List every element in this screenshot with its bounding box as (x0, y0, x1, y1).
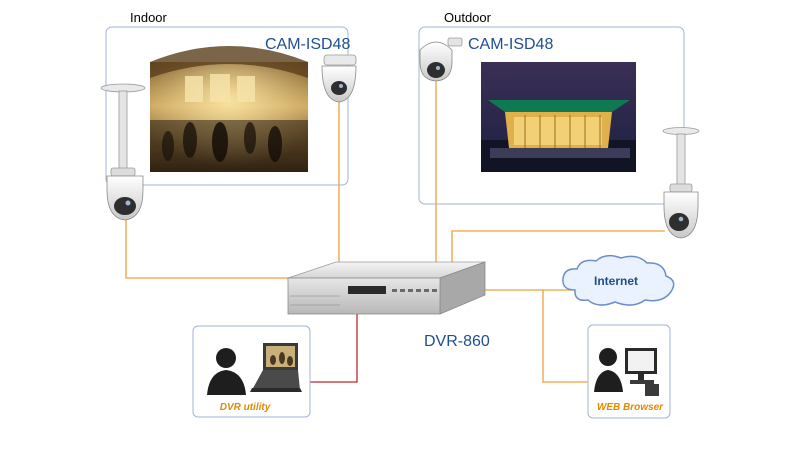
outdoor-camera-model: CAM-ISD48 (468, 36, 553, 53)
dvr-model-label: DVR-860 (424, 333, 490, 350)
dvr-utility-client: DVR utility (192, 325, 311, 418)
cloud-shape (562, 254, 675, 306)
internet-label: Internet (594, 274, 638, 288)
indoor-zone-frame (105, 26, 349, 186)
link-outdoor-pole-camera (451, 230, 665, 268)
dvr-display (348, 286, 386, 294)
link-indoor-ceiling-camera (125, 218, 300, 279)
link-internet-web-browser (542, 290, 590, 383)
indoor-zone-label: Indoor (130, 10, 168, 25)
internet-cloud: Internet (562, 254, 675, 306)
indoor-scene-photo (150, 46, 308, 172)
outdoor-pole-dome-camera (662, 127, 700, 239)
outdoor-scene-photo (481, 62, 636, 172)
web-browser-client: WEB Browser (587, 324, 671, 419)
indoor-pendant-dome-camera (321, 54, 357, 103)
dvr-utility-label: DVR utility (220, 402, 271, 413)
outdoor-zone-label: Outdoor (444, 10, 492, 25)
dvr-front-buttons (392, 289, 437, 292)
web-browser-label: WEB Browser (597, 402, 664, 413)
outdoor-zone: Outdoor CAM-ISD48 (418, 10, 700, 239)
user-at-laptop-icon (207, 343, 302, 395)
connection-lines (125, 80, 665, 383)
outdoor-zone-frame (418, 26, 685, 205)
user-at-computer-icon (594, 348, 659, 396)
indoor-camera-model: CAM-ISD48 (265, 36, 350, 53)
dvr-unit: DVR-860 (287, 261, 490, 350)
indoor-zone: Indoor CAM-ISD48 (100, 10, 357, 221)
outdoor-ptz-dome-camera (419, 37, 463, 82)
link-dvr-utility (310, 308, 358, 383)
indoor-ceiling-dome-camera (100, 83, 146, 221)
